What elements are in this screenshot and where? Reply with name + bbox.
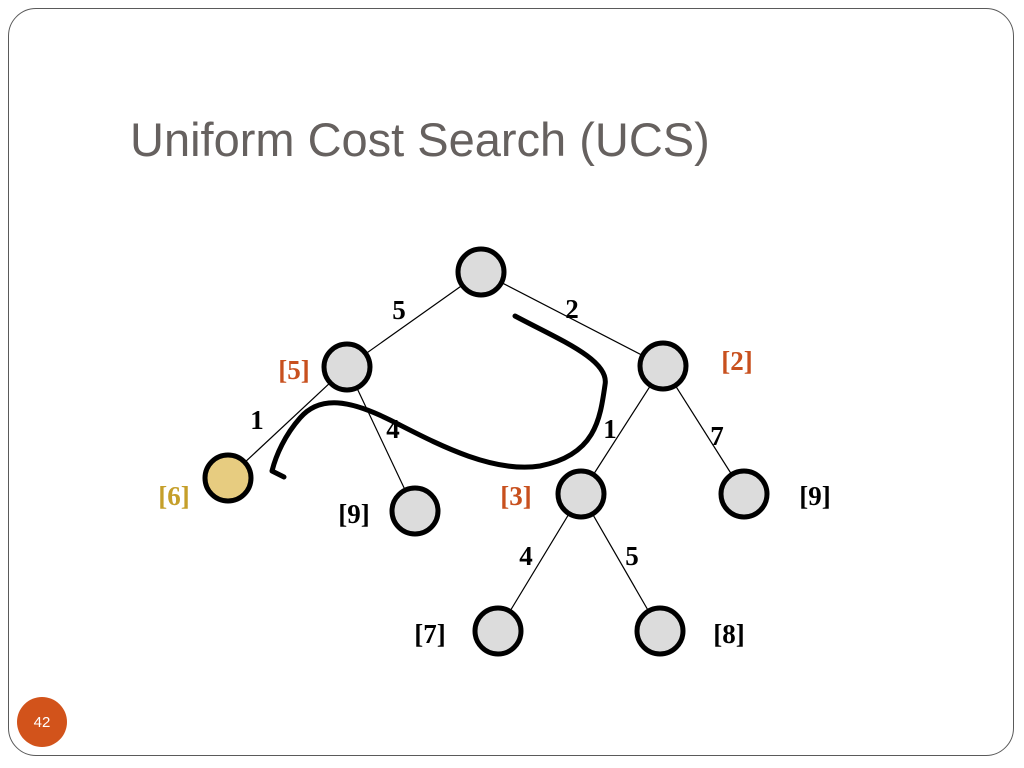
path-cost-left-child: [9] xyxy=(338,499,369,529)
goal-node xyxy=(202,452,254,504)
search-path-curve xyxy=(269,313,608,480)
left-child-node xyxy=(389,485,441,537)
edge-root-left xyxy=(346,271,482,368)
edge-left-goal xyxy=(227,366,348,479)
mid-node xyxy=(555,468,607,520)
edge-cost-left-goal: 1 xyxy=(250,405,264,435)
path-cost-mid-left: [7] xyxy=(414,619,445,649)
edge-left-child xyxy=(346,366,416,512)
path-cost-mid: [3] xyxy=(500,481,531,511)
path-cost-goal: [6] xyxy=(158,481,189,511)
slide-number-badge: 42 xyxy=(17,697,67,747)
edge-cost-mid-right: 5 xyxy=(625,541,639,571)
edge-cost-right-mid: 1 xyxy=(603,414,617,444)
edge-cost-root-right: 2 xyxy=(565,294,579,324)
right-node xyxy=(637,340,689,392)
edge-cost-left-child: 4 xyxy=(386,414,400,444)
edge-mid-right xyxy=(580,493,661,632)
path-cost-right-child: [9] xyxy=(799,481,830,511)
edge-mid-left xyxy=(497,493,582,632)
path-cost-left: [5] xyxy=(278,355,309,385)
edge-cost-mid-left: 4 xyxy=(519,541,533,571)
slide-frame xyxy=(8,8,1014,756)
edge-root-right xyxy=(480,271,664,367)
path-cost-right: [2] xyxy=(721,346,752,376)
mid-right-node xyxy=(634,605,686,657)
edge-cost-right-child: 7 xyxy=(710,421,724,451)
left-node xyxy=(321,341,373,393)
mid-left-node xyxy=(472,605,524,657)
right-child-node xyxy=(718,468,770,520)
slide-title: Uniform Cost Search (UCS) xyxy=(130,113,710,166)
edge-cost-root-left: 5 xyxy=(392,295,406,325)
tree-edges xyxy=(227,271,745,632)
path-cost-mid-right: [8] xyxy=(713,619,744,649)
tree-nodes xyxy=(202,246,770,657)
slide-number: 42 xyxy=(33,713,51,731)
root-node xyxy=(455,246,507,298)
